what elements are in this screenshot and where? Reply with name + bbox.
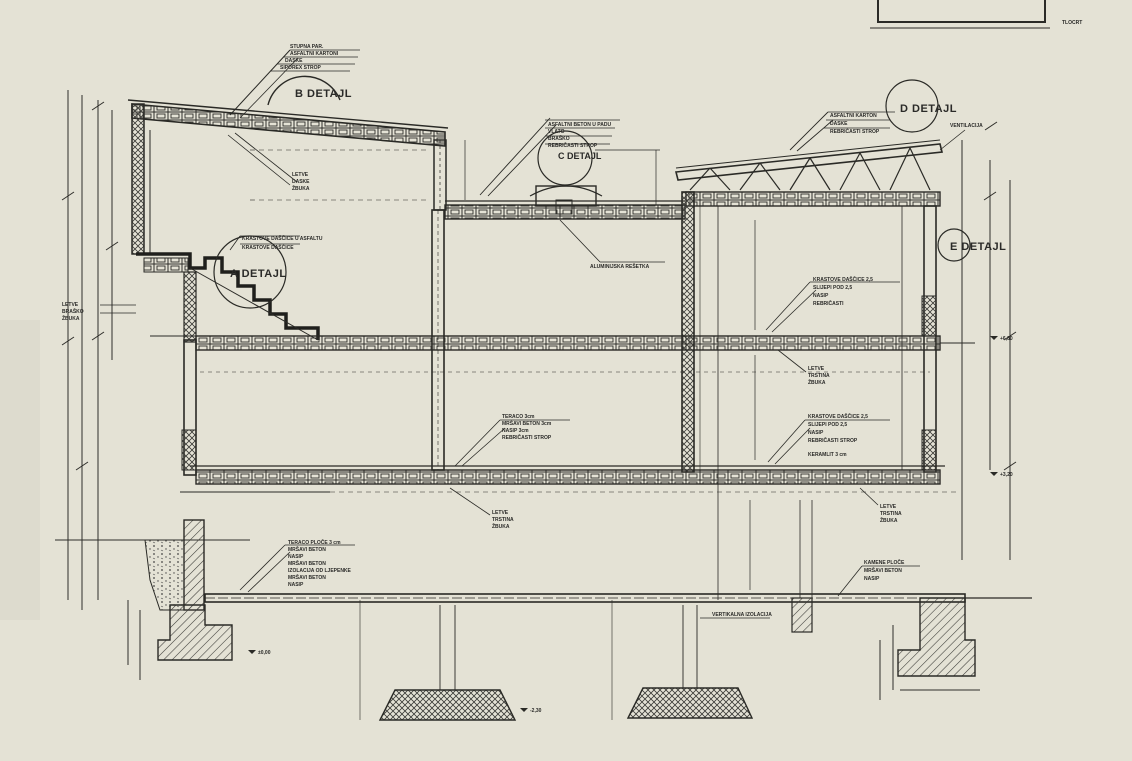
mid-right-3: NASIP bbox=[808, 430, 824, 436]
ground-right-3: NASIP bbox=[864, 576, 880, 582]
roof-d-layer-3: REBRIČASTI STROP bbox=[830, 128, 880, 135]
roof-b-layer-4: SIPOREX STROP bbox=[280, 65, 322, 71]
title-block-corner: TLOCRT bbox=[870, 0, 1082, 29]
left-wall-notes: LETVE BRAŠKO ŽBUKA bbox=[62, 302, 136, 322]
left-wall-3: ŽBUKA bbox=[62, 314, 80, 322]
roof-d-layer-2: DASKE bbox=[830, 121, 848, 127]
ground-layer-3: NASIP bbox=[288, 554, 304, 560]
roof-b-ceiling-note: LETVE DASKE ŽBUKA bbox=[227, 132, 310, 192]
left-dimension-lines bbox=[55, 90, 250, 680]
roof-b-layer-3: DASKE bbox=[285, 58, 303, 64]
roof-c-layer-4: REBRIČASTI STROP bbox=[548, 142, 598, 149]
roof-b-layer-1: STUPNA PAR. bbox=[290, 44, 324, 50]
mid-left-1: TERACO 3cm bbox=[502, 414, 535, 420]
ground-right-1: KAMENE PLOČE bbox=[864, 559, 905, 566]
roof-b-layer-2: ASFALTNI KARTONI bbox=[290, 51, 339, 57]
skylight-note: ALUMINIJSKA REŠETKA bbox=[590, 262, 650, 270]
interior-dims bbox=[464, 140, 756, 590]
roof-d: D DETAJL ASFALTNI KARTON DASKE REBRIČAST… bbox=[675, 79, 983, 207]
roof-c-layer-2: VLATO bbox=[548, 129, 565, 135]
ground-layer-6: MRŠAVI BETON bbox=[288, 573, 326, 581]
mid-right-5: KERAMLIT 3 cm bbox=[808, 452, 847, 458]
stair-finish-2: KRASTOVE DAŠČICE bbox=[242, 243, 294, 251]
paper-shadow bbox=[0, 320, 40, 620]
detail-e-label: E DETAJL bbox=[950, 241, 1006, 253]
mid-left-ceil-2: TRSTINA bbox=[492, 517, 514, 523]
detail-d-label: D DETAJL bbox=[900, 103, 957, 115]
level-markers: +6,80 +3,20 ±0,00 -2,30 bbox=[248, 336, 1013, 714]
stairs: A DETAJL KRASTOVE DAŠČICE U ASFALTU KRAS… bbox=[136, 234, 323, 343]
floor-slab-mid bbox=[180, 465, 960, 493]
detail-e-marker: E DETAJL bbox=[937, 228, 1006, 262]
upper-right-1: KRASTOVE DAŠČICE 2,5 bbox=[813, 275, 873, 283]
level-upper: +6,80 bbox=[1000, 336, 1013, 342]
mid-left-ceil-1: LETVE bbox=[492, 510, 509, 516]
upper-right-4: REBRIČASTI bbox=[813, 300, 844, 307]
mid-left-ceil-3: ŽBUKA bbox=[492, 522, 510, 530]
upper-right-ceil-3: ŽBUKA bbox=[808, 378, 826, 386]
left-wall-2: BRAŠKO bbox=[62, 307, 84, 315]
detail-a-label: A DETAJL bbox=[230, 268, 287, 280]
upper-right-2: SLIJEPI POD 2,5 bbox=[813, 285, 852, 291]
roof-b-ceiling-2: DASKE bbox=[292, 179, 310, 185]
mid-left-2: MRŠAVI BETON 3cm bbox=[502, 419, 552, 427]
roof-b bbox=[127, 99, 449, 255]
upper-right-ceil-1: LETVE bbox=[808, 366, 825, 372]
upper-right-3: NASIP bbox=[813, 293, 829, 299]
detail-c-label: C DETAJL bbox=[558, 151, 602, 161]
ground-layer-4: MRŠAVI BETON bbox=[288, 559, 326, 567]
mid-left-4: REBRIČASTI STROP bbox=[502, 434, 552, 441]
flat-roof-c: C DETAJL ASFALTNI BETON U PADU VLATO BRA… bbox=[444, 117, 686, 270]
mid-right-4: REBRIČASTI STROP bbox=[808, 437, 858, 444]
floor-slab-upper bbox=[150, 335, 975, 373]
ceiling-notes-lower: LETVE TRSTINA ŽBUKA LETVE TRSTINA ŽBUKA bbox=[449, 487, 902, 530]
detail-b-marker: STUPNA PAR. ASFALTNI KARTONI DASKE SIPOR… bbox=[229, 44, 360, 119]
stair-finish-1: KRASTOVE DAŠČICE U ASFALTU bbox=[242, 234, 323, 242]
roof-b-ceiling-3: ŽBUKA bbox=[292, 184, 310, 192]
ground-right-2: MRŠAVI BETON bbox=[864, 566, 902, 574]
roof-b-ceiling-1: LETVE bbox=[292, 172, 309, 178]
left-wall-1: LETVE bbox=[62, 302, 79, 308]
roof-d-layer-1: ASFALTNI KARTON bbox=[830, 113, 877, 119]
mid-right-ceil-1: LETVE bbox=[880, 504, 897, 510]
floor-notes-mid-left: TERACO 3cm MRŠAVI BETON 3cm NASIP 3cm RE… bbox=[454, 414, 570, 467]
ventilation-note: VENTILACIJA bbox=[950, 123, 983, 129]
mid-left-3: NASIP 3cm bbox=[502, 428, 529, 434]
mid-right-2: SLIJEPI POD 2,5 bbox=[808, 422, 847, 428]
right-dimension-lines bbox=[879, 121, 1017, 700]
detail-b-label: B DETAJL bbox=[295, 88, 352, 100]
mid-right-ceil-3: ŽBUKA bbox=[880, 516, 898, 524]
upper-right-ceil-2: TRSTINA bbox=[808, 373, 830, 379]
ground-layer-5: IZOLACIJA OD LJEPENKE bbox=[288, 568, 352, 574]
level-mid: +3,20 bbox=[1000, 472, 1013, 478]
level-foundation: -2,30 bbox=[530, 708, 542, 714]
mid-right-1: KRASTOVE DAŠČICE 2,5 bbox=[808, 412, 868, 420]
mid-right-ceil-2: TRSTINA bbox=[880, 511, 902, 517]
vertical-isolation: VERTIKALNA IZOLACIJA bbox=[712, 612, 772, 618]
floor-notes-upper-right: KRASTOVE DAŠČICE 2,5 SLIJEPI POD 2,5 NAS… bbox=[765, 275, 900, 386]
roof-c-layer-3: BRAŠKO bbox=[548, 134, 570, 142]
roof-c-layer-1: ASFALTNI BETON U PADU bbox=[548, 122, 611, 128]
corner-label: TLOCRT bbox=[1062, 20, 1082, 26]
ground-layer-2: MRŠAVI BETON bbox=[288, 545, 326, 553]
floor-notes-mid-right: KRASTOVE DAŠČICE 2,5 SLIJEPI POD 2,5 NAS… bbox=[767, 412, 890, 465]
ground-floor-notes: TERACO PLOČE 3 cm MRŠAVI BETON NASIP MRŠ… bbox=[239, 539, 920, 619]
level-ground: ±0,00 bbox=[258, 650, 271, 656]
ground-floor bbox=[144, 500, 1032, 721]
ground-layer-1: TERACO PLOČE 3 cm bbox=[288, 539, 341, 546]
ground-layer-7: NASIP bbox=[288, 582, 304, 588]
walls bbox=[181, 191, 937, 600]
